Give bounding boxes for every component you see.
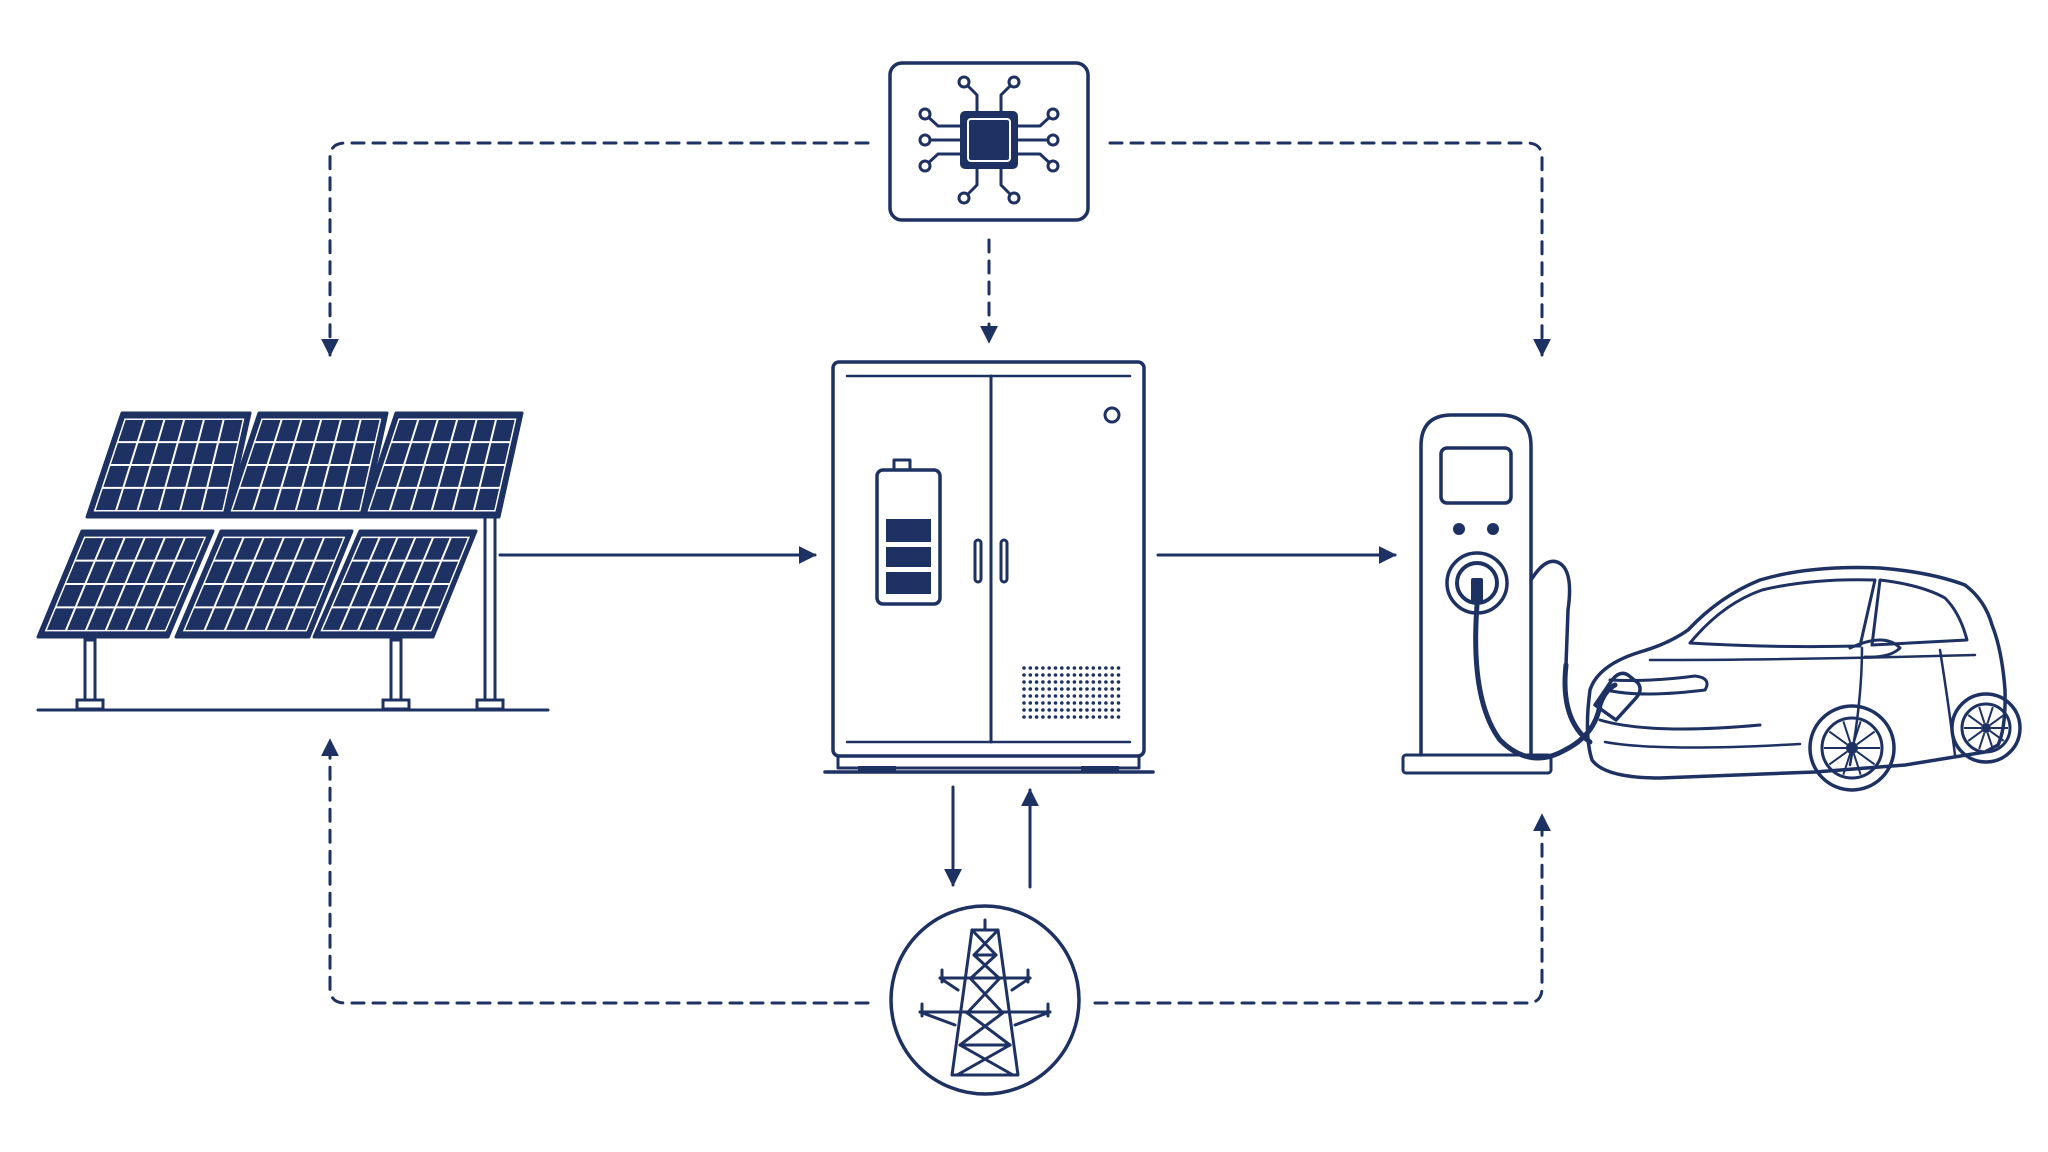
battery-storage-cabinet-icon <box>823 360 1155 774</box>
cabinet-vent-grille <box>1022 666 1121 719</box>
car-rear-wheel <box>1950 692 2022 764</box>
solar-panel <box>85 411 252 519</box>
control-link-grid-to-solar <box>321 738 870 1005</box>
car-wheel-spokes <box>1824 706 2008 775</box>
control-connections <box>321 141 1551 1005</box>
solar-panel <box>312 529 478 639</box>
battery-level-icon <box>875 458 942 606</box>
electric-car-icon <box>1585 565 2022 792</box>
solar-panel-array-icon <box>36 411 550 712</box>
power-connections <box>498 546 1397 889</box>
ev-charging-station-icon <box>1401 413 1642 775</box>
car-front-wheel <box>1808 704 1896 792</box>
solar-panels <box>36 411 524 639</box>
solar-panel <box>36 529 215 639</box>
control-link-controller-to-solar <box>321 141 870 357</box>
power-transmission-tower-icon <box>889 904 1081 1096</box>
control-link-controller-to-charger <box>1108 141 1551 357</box>
solar-panel <box>222 411 389 519</box>
control-link-grid-to-charger <box>1093 813 1551 1005</box>
solar-panel <box>174 529 354 639</box>
microchip-controller-icon <box>888 61 1090 222</box>
solar-panel <box>359 411 524 519</box>
